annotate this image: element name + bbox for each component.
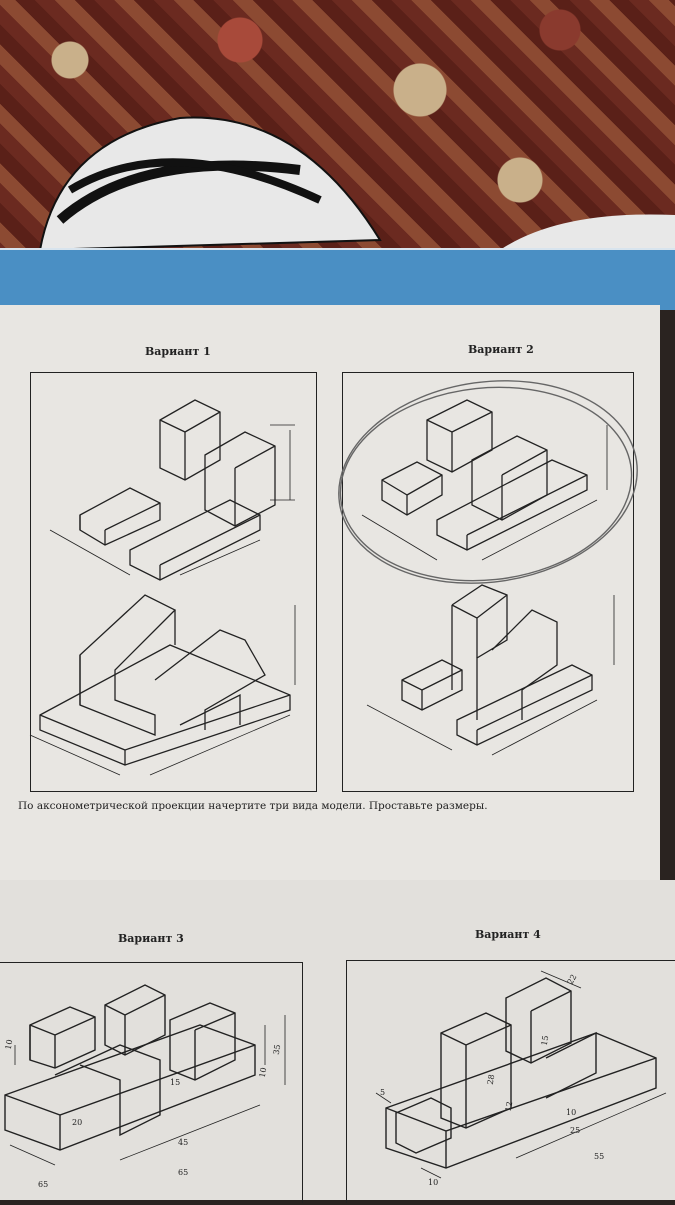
v4-dim-5: 10 <box>566 1108 577 1117</box>
v3-dim-5: 20 <box>72 1118 83 1127</box>
binder-cover <box>0 250 675 310</box>
v4-dim-2: 15 <box>539 1034 551 1047</box>
variant-4-title: Вариант 4 <box>475 928 541 941</box>
variant-4-drawing <box>375 970 667 1179</box>
knit-object <box>38 116 675 252</box>
v3-dim-1: 10 <box>3 1038 15 1051</box>
variant-2-drawing-bottom <box>366 584 615 756</box>
variant-4-panel <box>346 960 675 1203</box>
variant-3-panel <box>0 962 303 1203</box>
v4-dim-9: 10 <box>428 1178 439 1187</box>
variant-2-pencil-circle <box>338 380 638 584</box>
variant-1-drawing-top <box>49 399 295 581</box>
variant-2-title: Вариант 2 <box>468 343 534 356</box>
worksheet-page <box>0 305 660 895</box>
variant-2-panel <box>342 372 634 792</box>
variant-1-drawing-bottom <box>29 594 296 776</box>
variant-3-title: Вариант 3 <box>118 932 184 945</box>
v3-dim-4: 15 <box>170 1078 181 1087</box>
v4-dim-8: 5 <box>380 1088 386 1097</box>
variant-1-panel <box>30 372 317 792</box>
v4-dim-3: 28 <box>485 1073 497 1086</box>
v3-dim-7: 65 <box>178 1168 189 1177</box>
task-caption: По аксонометрической проекции начертите … <box>18 800 488 812</box>
v4-dim-7: 55 <box>594 1152 605 1161</box>
v3-dim-3: 10 <box>257 1066 269 1079</box>
worksheet-page-lower <box>0 880 675 1200</box>
v3-dim-8: 65 <box>38 1180 49 1189</box>
v3-dim-2: 35 <box>271 1043 283 1056</box>
variant-3-drawing <box>4 984 286 1166</box>
variant-2-drawing-top <box>361 399 608 561</box>
v3-dim-6: 45 <box>178 1138 189 1147</box>
variant-1-title: Вариант 1 <box>145 345 211 358</box>
v4-dim-6: 25 <box>570 1126 581 1135</box>
v4-dim-4: 12 <box>503 1100 515 1113</box>
